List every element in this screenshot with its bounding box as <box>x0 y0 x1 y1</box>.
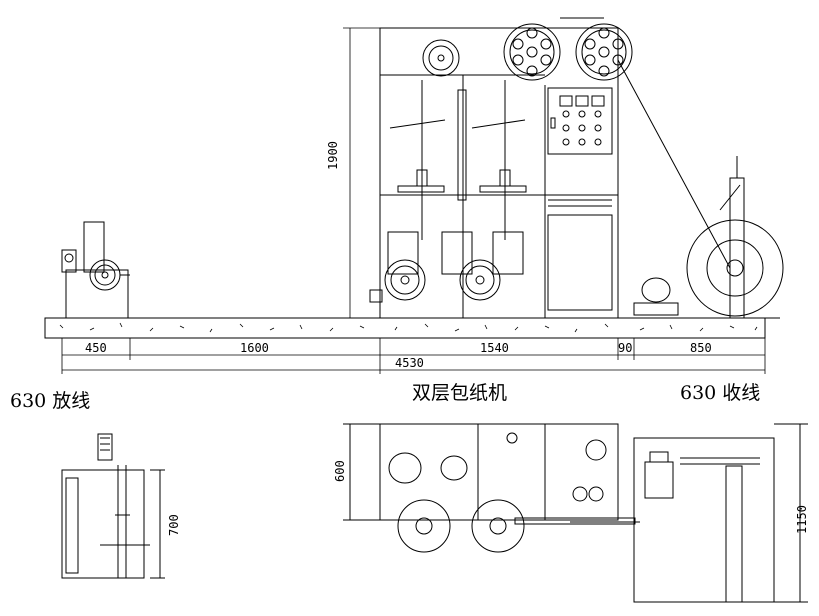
title-payoff: 630 放线 <box>10 390 91 412</box>
top-pulleys <box>422 17 633 81</box>
dim-height-main: 1900 <box>326 141 340 170</box>
dim-side-left: 700 <box>167 514 181 536</box>
dim-90: 90 <box>618 341 632 355</box>
dim-1540: 1540 <box>480 341 509 355</box>
dimension-lines <box>61 27 766 374</box>
title-machine: 双层包纸机 <box>412 382 508 404</box>
dim-total: 4530 <box>395 356 424 370</box>
dim-side-right: 1150 <box>795 505 809 534</box>
side-view-machine <box>343 423 640 553</box>
side-view-takeup <box>633 423 808 603</box>
dim-side-mid: 600 <box>333 460 347 482</box>
main-machine-frame <box>379 27 619 319</box>
side-view-payoff <box>61 433 165 579</box>
title-takeup: 630 收线 <box>680 382 761 404</box>
dim-1600: 1600 <box>240 341 269 355</box>
dim-450: 450 <box>85 341 107 355</box>
takeup-drive-motor <box>633 277 679 316</box>
dim-850: 850 <box>690 341 712 355</box>
wrapping-heads <box>389 80 527 240</box>
payoff-stand <box>61 221 130 319</box>
lower-pulleys <box>369 231 524 303</box>
floor-slab <box>44 317 766 339</box>
takeup-stand <box>617 59 784 319</box>
